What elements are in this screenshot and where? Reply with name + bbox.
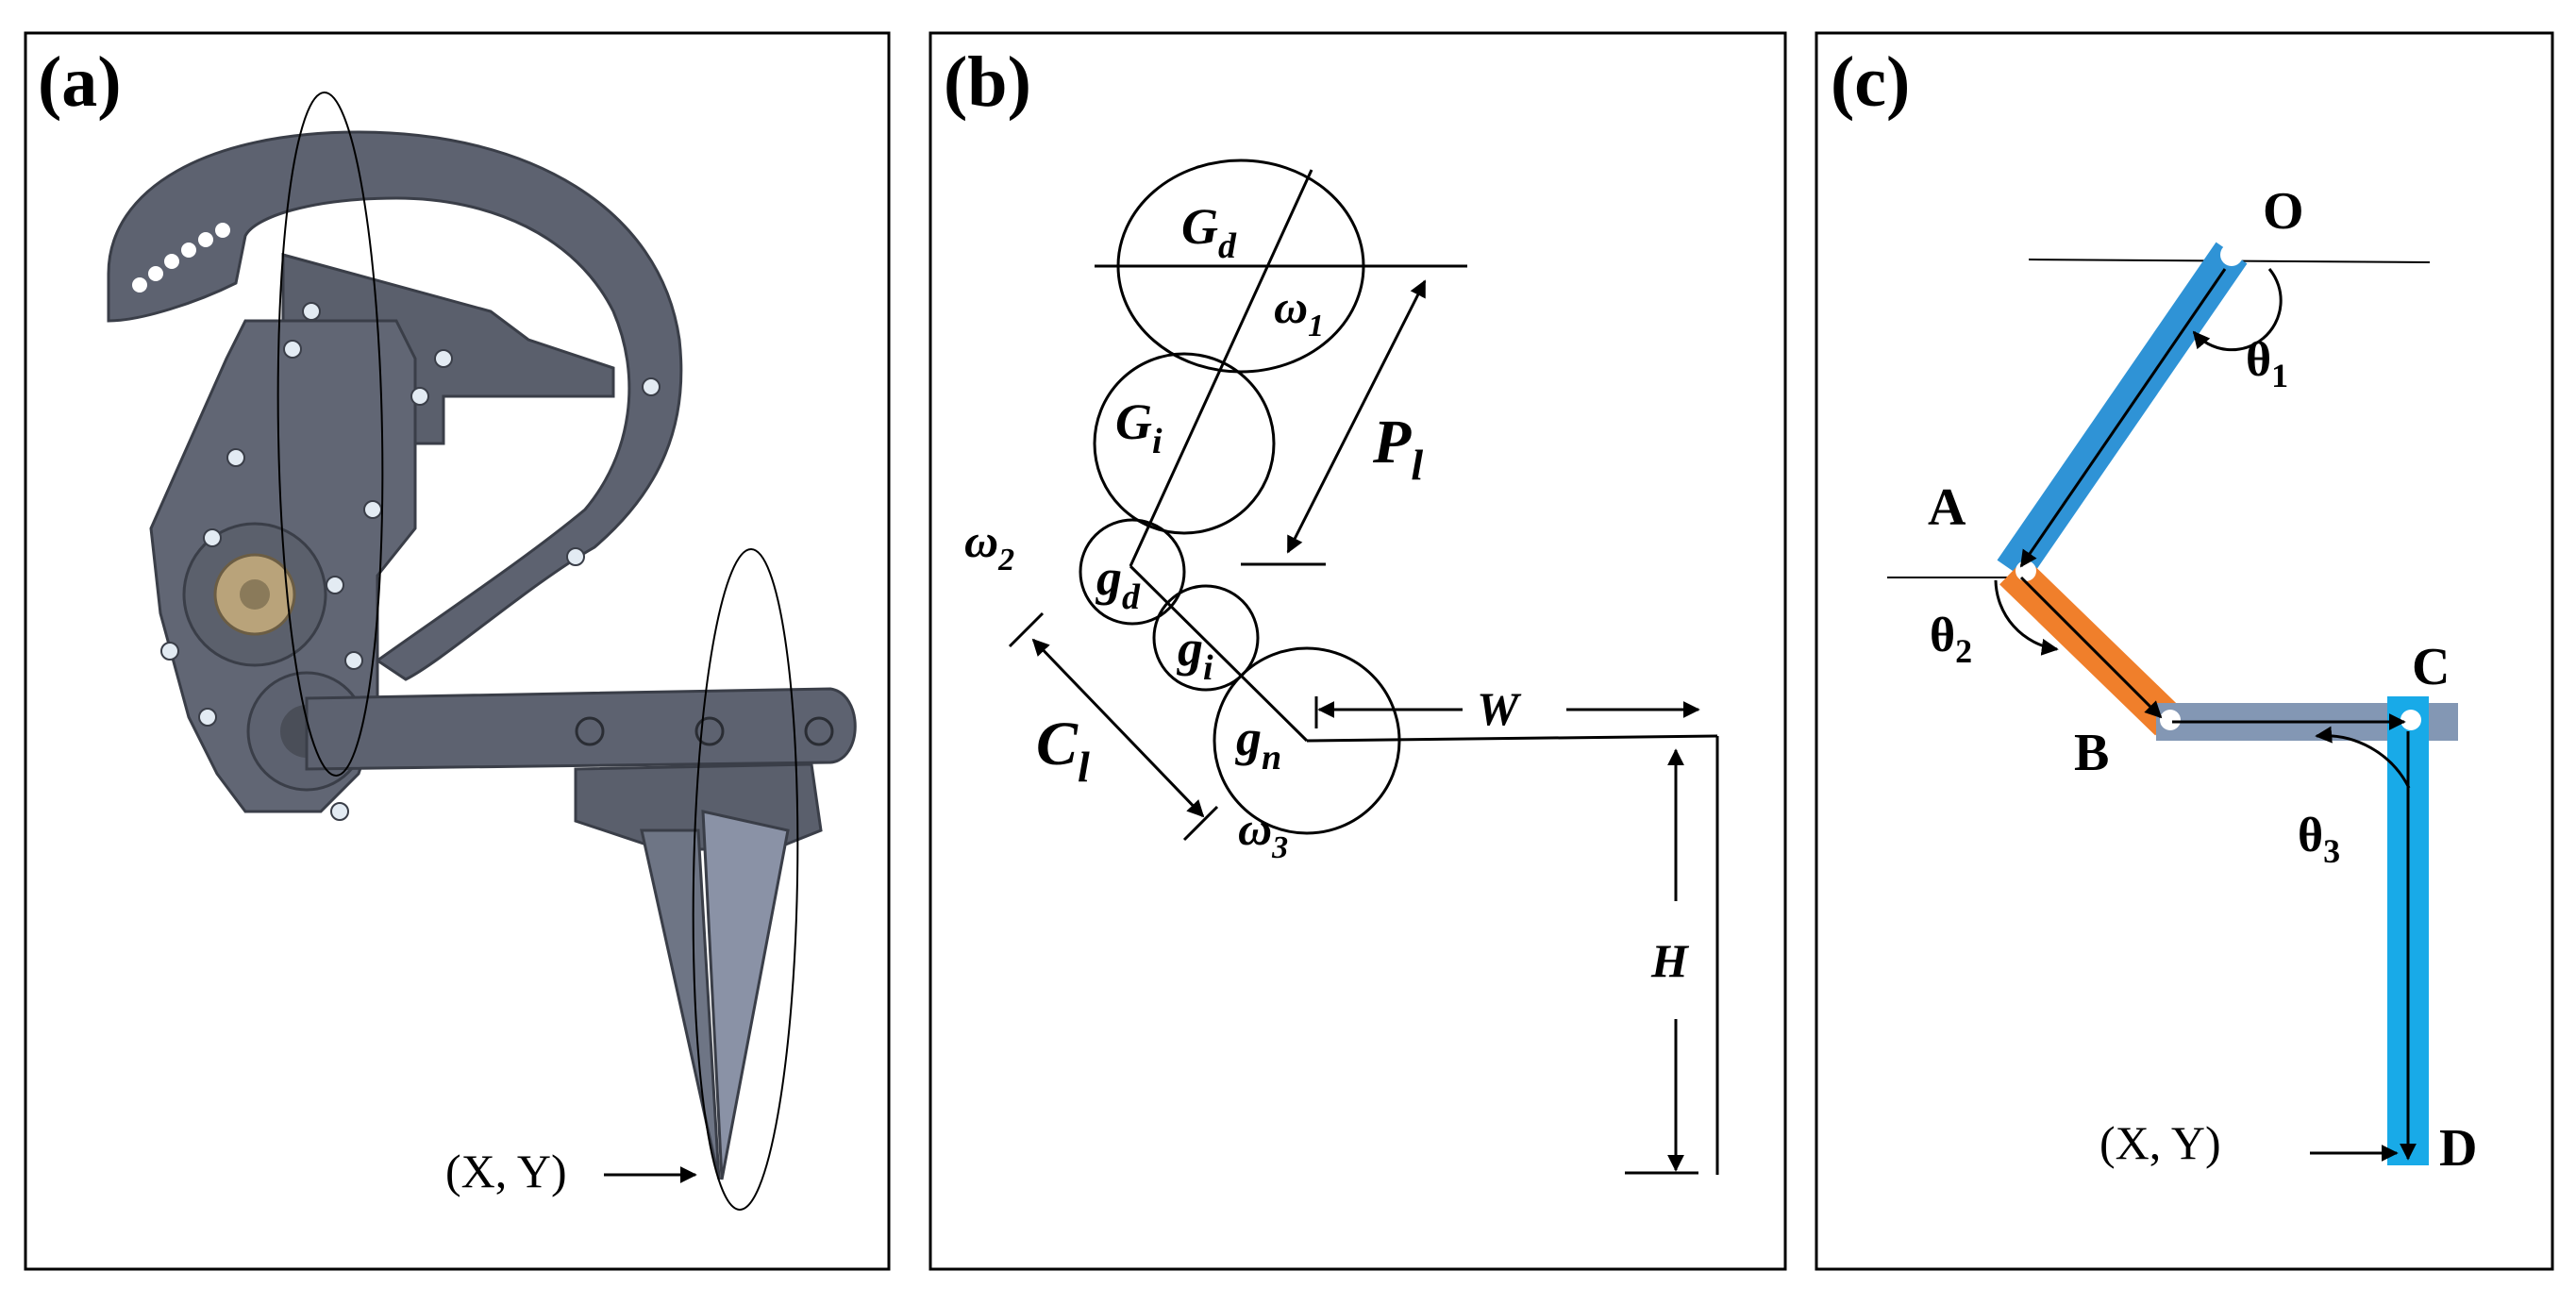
arc-theta3 <box>2315 726 2411 789</box>
panel-a-label: (a) <box>38 42 122 122</box>
panel-c-label: (c) <box>1831 42 1910 122</box>
label-H: H <box>1650 934 1690 987</box>
label-gd: gd <box>1096 549 1141 617</box>
end-point-annotation-a: (X, Y) <box>445 1145 697 1197</box>
ellipse-lower <box>692 548 799 1211</box>
label-Gd: Gd <box>1181 198 1237 266</box>
joint-labels: O A B C D <box>1928 182 2477 1178</box>
joint-label-D: D <box>2439 1119 2477 1178</box>
label-Pl: Pl <box>1372 408 1423 489</box>
dim-Cl-tick-bottom <box>1182 805 1219 842</box>
angle-arcs <box>1994 268 2411 789</box>
theta-2-label: θ2 <box>1930 609 1972 670</box>
gear-gi <box>1152 584 1260 692</box>
linkage <box>1997 242 2458 1165</box>
dim-Pl-arrow <box>1286 279 1427 554</box>
panel-a: (a) <box>24 31 891 1271</box>
joint-label-A: A <box>1928 478 1966 537</box>
dim-Cl-arrow <box>1031 638 1205 818</box>
dimension-Pl: Pl <box>1241 279 1427 566</box>
label-omega-3: ω3 <box>1238 802 1288 865</box>
gear-gd <box>1079 518 1186 626</box>
joint-label-C: C <box>2412 638 2450 696</box>
gear-center-link-1 <box>1129 169 1313 567</box>
link-holes <box>575 716 834 746</box>
label-gn: gn <box>1235 710 1281 778</box>
joint-label-B: B <box>2074 724 2109 782</box>
joint-label-O: O <box>2263 182 2304 241</box>
label-gi: gi <box>1177 620 1213 688</box>
theta-labels: θ1 θ2 θ3 <box>1930 333 2340 870</box>
arc-theta1 <box>2192 268 2283 352</box>
spike-right <box>701 810 790 1180</box>
end-point-label-c: (X, Y) <box>2099 1116 2221 1169</box>
bolts <box>160 302 661 821</box>
gear-train-lines <box>1095 169 1719 1175</box>
panel-c: (c) <box>1815 31 2554 1271</box>
end-point-label-a: (X, Y) <box>445 1145 567 1197</box>
dimension-Cl: Cl <box>1008 611 1219 842</box>
panel-a-frame <box>24 31 891 1271</box>
arc-theta2 <box>1994 579 2059 656</box>
pinion-hub <box>240 579 270 610</box>
spike-left <box>640 828 721 1180</box>
theta-3-label: θ3 <box>2298 809 2340 870</box>
dimension-W: W <box>1314 682 1700 735</box>
gear-center-link-2 <box>1129 564 1309 743</box>
panel-c-frame <box>1815 31 2554 1271</box>
ellipse-upper <box>276 92 384 777</box>
label-W: W <box>1477 682 1522 735</box>
link-output-W <box>1306 734 1718 743</box>
arm-holes <box>132 223 230 293</box>
panel-b-frame <box>928 31 1787 1271</box>
theta-1-label: θ1 <box>2246 333 2288 394</box>
end-point-annotation-c: (X, Y) <box>2099 1116 2399 1169</box>
label-omega-2: ω2 <box>964 514 1014 577</box>
dim-Cl-tick-top <box>1008 611 1045 648</box>
gear-Gi <box>1093 352 1276 535</box>
dimension-H: H <box>1625 748 1698 1175</box>
horizontal-link <box>305 687 857 771</box>
curved-arm <box>107 130 683 681</box>
label-Gi: Gi <box>1115 393 1163 461</box>
link-OA <box>1997 242 2248 582</box>
link-vectors <box>2019 268 2417 1161</box>
panel-b-label: (b) <box>944 42 1031 122</box>
label-Cl: Cl <box>1036 710 1090 791</box>
label-omega-1: ω1 <box>1274 280 1324 343</box>
mechanism-3d-render <box>107 130 857 1180</box>
